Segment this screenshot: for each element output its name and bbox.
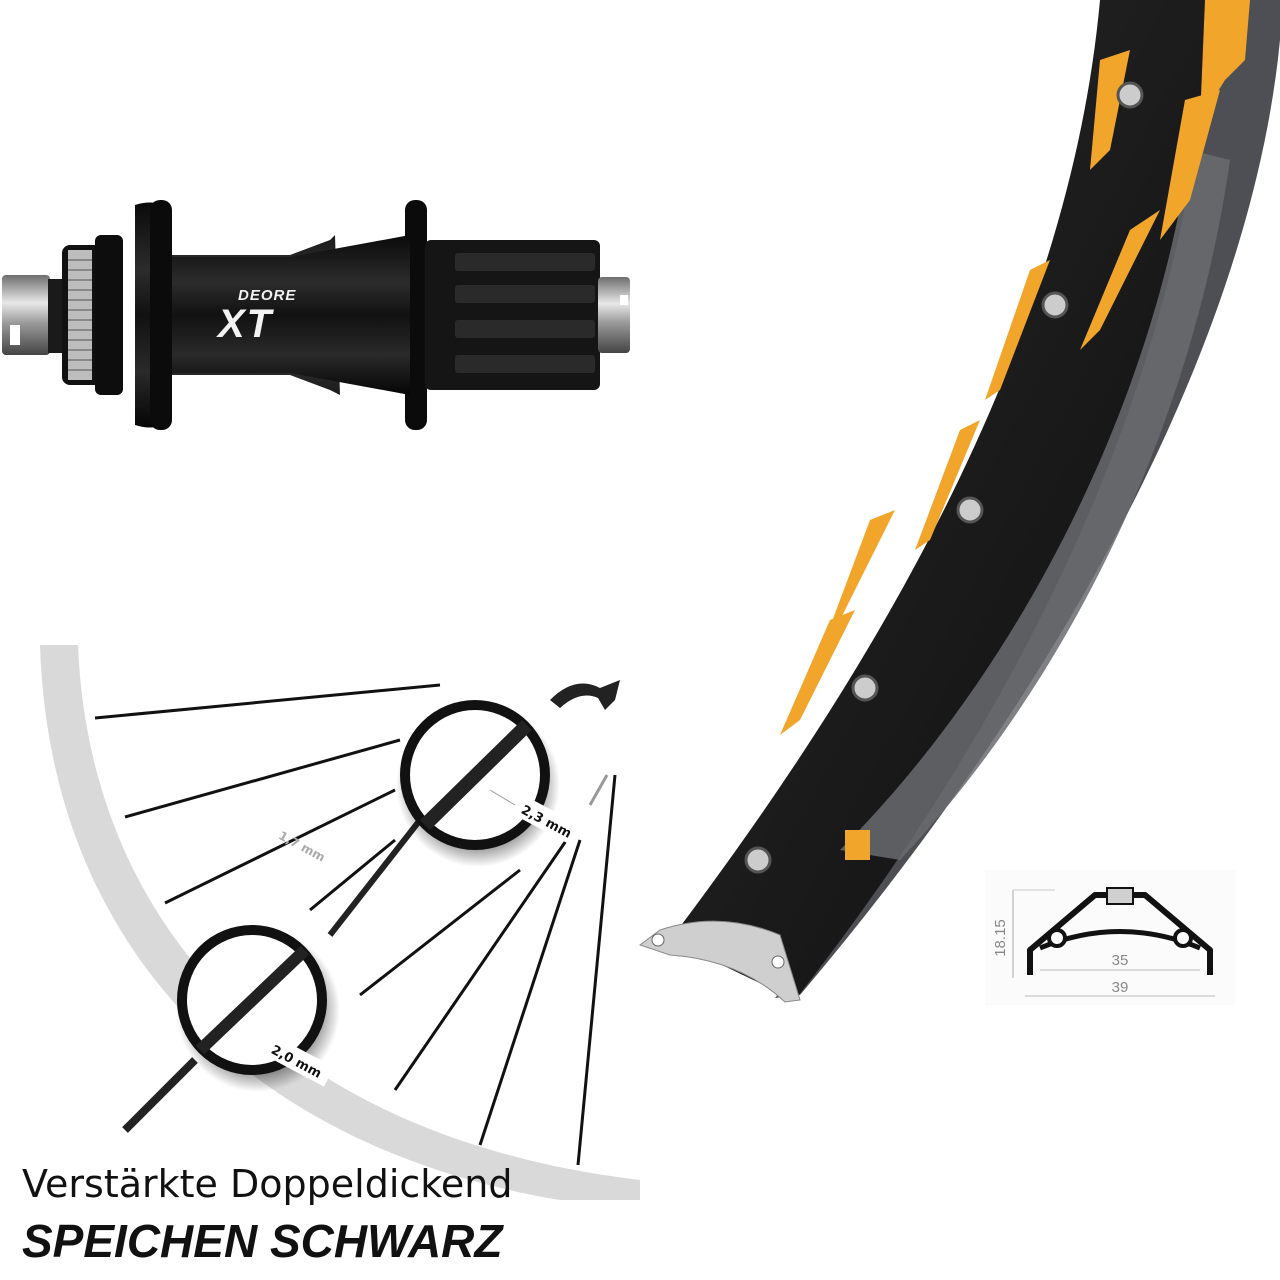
spoke-holes xyxy=(744,81,1144,874)
rim-height-label: 18.15 xyxy=(992,919,1009,957)
deore-xt-rear-hub-image: DEORE XT xyxy=(2,200,630,430)
wheel-rim-arc xyxy=(40,645,640,1200)
thin-middle-spoke xyxy=(327,818,423,937)
hub-left-axle-end xyxy=(2,275,50,355)
hub-body xyxy=(135,200,427,430)
spoke-lines xyxy=(94,683,617,1166)
caption-line-1: Verstärkte Doppeldickend xyxy=(22,1162,513,1206)
centerlock-rotor-mount xyxy=(62,235,123,395)
magnifier-top: 2,3 mm xyxy=(396,700,585,867)
rim-cross-section-diagram: 18.15 35 39 xyxy=(985,870,1235,1005)
spoke-thickness-diagram: 2,3 mm 1,7 mm 2,0 mm xyxy=(40,645,640,1200)
hub-logo: DEORE XT xyxy=(216,287,296,346)
hub-right-axle-end xyxy=(598,277,630,353)
caption-line-2: SPEICHEN SCHWARZ xyxy=(22,1215,503,1267)
freehub-body xyxy=(425,240,600,390)
rim-outer-width-label: 39 xyxy=(1112,979,1129,996)
hub-logo-xt: XT xyxy=(216,302,275,346)
rim-image xyxy=(638,0,1280,1003)
hub-logo-deore: DEORE xyxy=(238,287,296,304)
magnifier-bottom: 2,0 mm xyxy=(176,925,340,1092)
orange-decals xyxy=(780,0,1250,860)
spoke-end xyxy=(122,1057,198,1133)
rim-inner-width-label: 35 xyxy=(1112,952,1129,969)
spoke-nipple-icon xyxy=(550,680,620,710)
label-1-7mm: 1,7 mm xyxy=(276,828,327,864)
